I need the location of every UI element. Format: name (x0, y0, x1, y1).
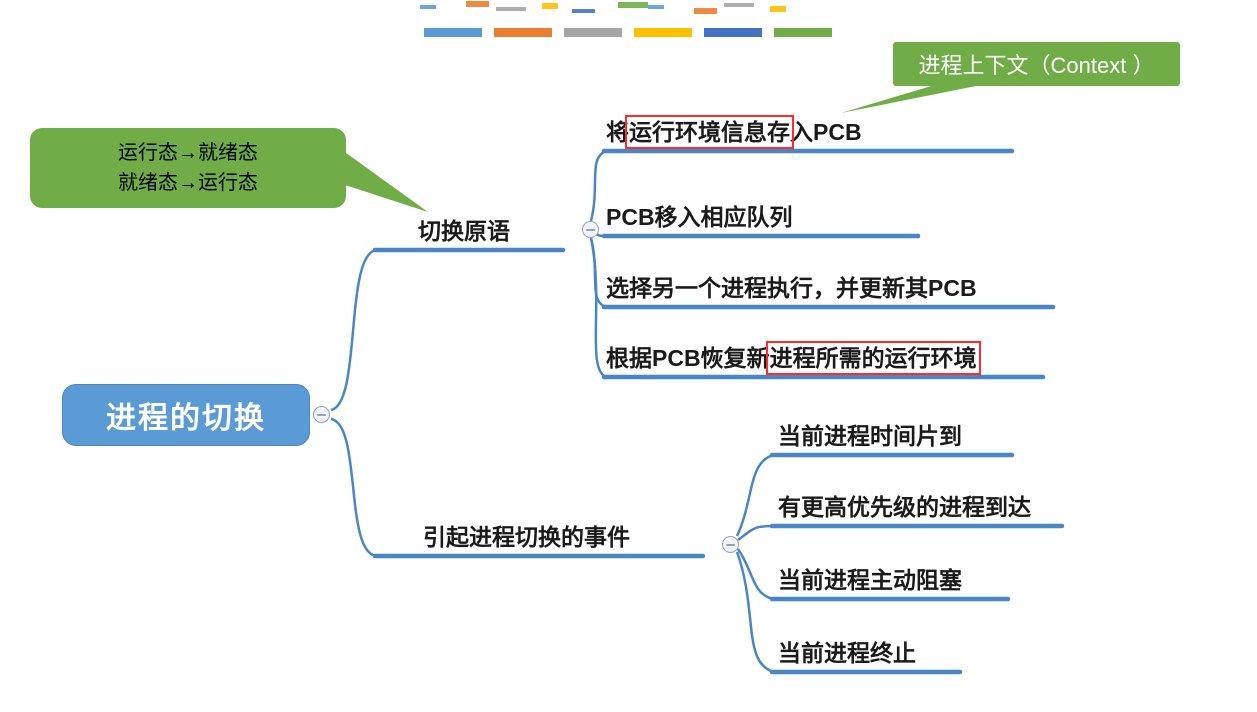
branch-switch-primitive-label: 切换原语 (418, 218, 510, 244)
clipped-title-fragment (572, 9, 595, 13)
collapse-icon-root[interactable] (313, 406, 330, 423)
leaf-text: 将 (606, 119, 629, 145)
state-transition-line2: 就绪态→运行态 (118, 172, 258, 194)
clipped-title-fragment (724, 3, 754, 7)
clipped-title-fragment (770, 6, 786, 12)
theme-color-bars (424, 28, 832, 37)
clipped-title-fragment (694, 8, 717, 14)
theme-color-bar (634, 28, 692, 37)
leaf-text: 根据PCB恢复新 (606, 345, 770, 371)
mindmap-leaf: 当前进程终止 (778, 640, 916, 666)
leaf-text: 入PCB (790, 119, 862, 145)
theme-color-bar (704, 28, 762, 37)
context-callout-label: 进程上下文（Context ） (918, 53, 1155, 78)
collapse-icon-branch1[interactable] (582, 221, 599, 238)
collapse-icon-branch2[interactable] (722, 536, 739, 553)
state-transition-line1: 运行态→就绪态 (118, 142, 258, 164)
clipped-title-fragment (648, 5, 664, 9)
mindmap-leaf: 当前进程时间片到 (778, 423, 962, 449)
mindmap-leaf: PCB移入相应队列 (606, 204, 793, 230)
clipped-title-fragment (542, 3, 558, 9)
theme-color-bar (564, 28, 622, 37)
clipped-title-fragment (496, 7, 526, 11)
clipped-title-fragment (466, 1, 489, 7)
root-node: 进程的切换 (62, 384, 310, 446)
red-highlight-box: 进程所需的运行环境 (765, 341, 981, 375)
red-highlight-box: 运行环境信息存 (625, 115, 794, 149)
clipped-title-fragment (618, 2, 648, 8)
clipped-title-fragment (420, 5, 436, 9)
theme-color-bar (494, 28, 552, 37)
mindmap-leaf: 根据PCB恢复新进程所需的运行环境 (606, 339, 981, 375)
clipped-title-fragments (420, 0, 840, 16)
mindmap-leaf: 有更高优先级的进程到达 (778, 494, 1031, 520)
root-node-label: 进程的切换 (106, 402, 266, 435)
branch-switch-events-label: 引起进程切换的事件 (423, 524, 630, 550)
state-transition-callout: 运行态→就绪态 就绪态→运行态 (30, 128, 346, 208)
mindmap-leaf: 将运行环境信息存入PCB (606, 113, 862, 149)
theme-color-bar (424, 28, 482, 37)
theme-color-bar (774, 28, 832, 37)
context-callout: 进程上下文（Context ） (893, 42, 1180, 86)
mindmap-leaf: 当前进程主动阻塞 (778, 567, 962, 593)
mindmap-leaf: 选择另一个进程执行，并更新其PCB (606, 275, 977, 301)
